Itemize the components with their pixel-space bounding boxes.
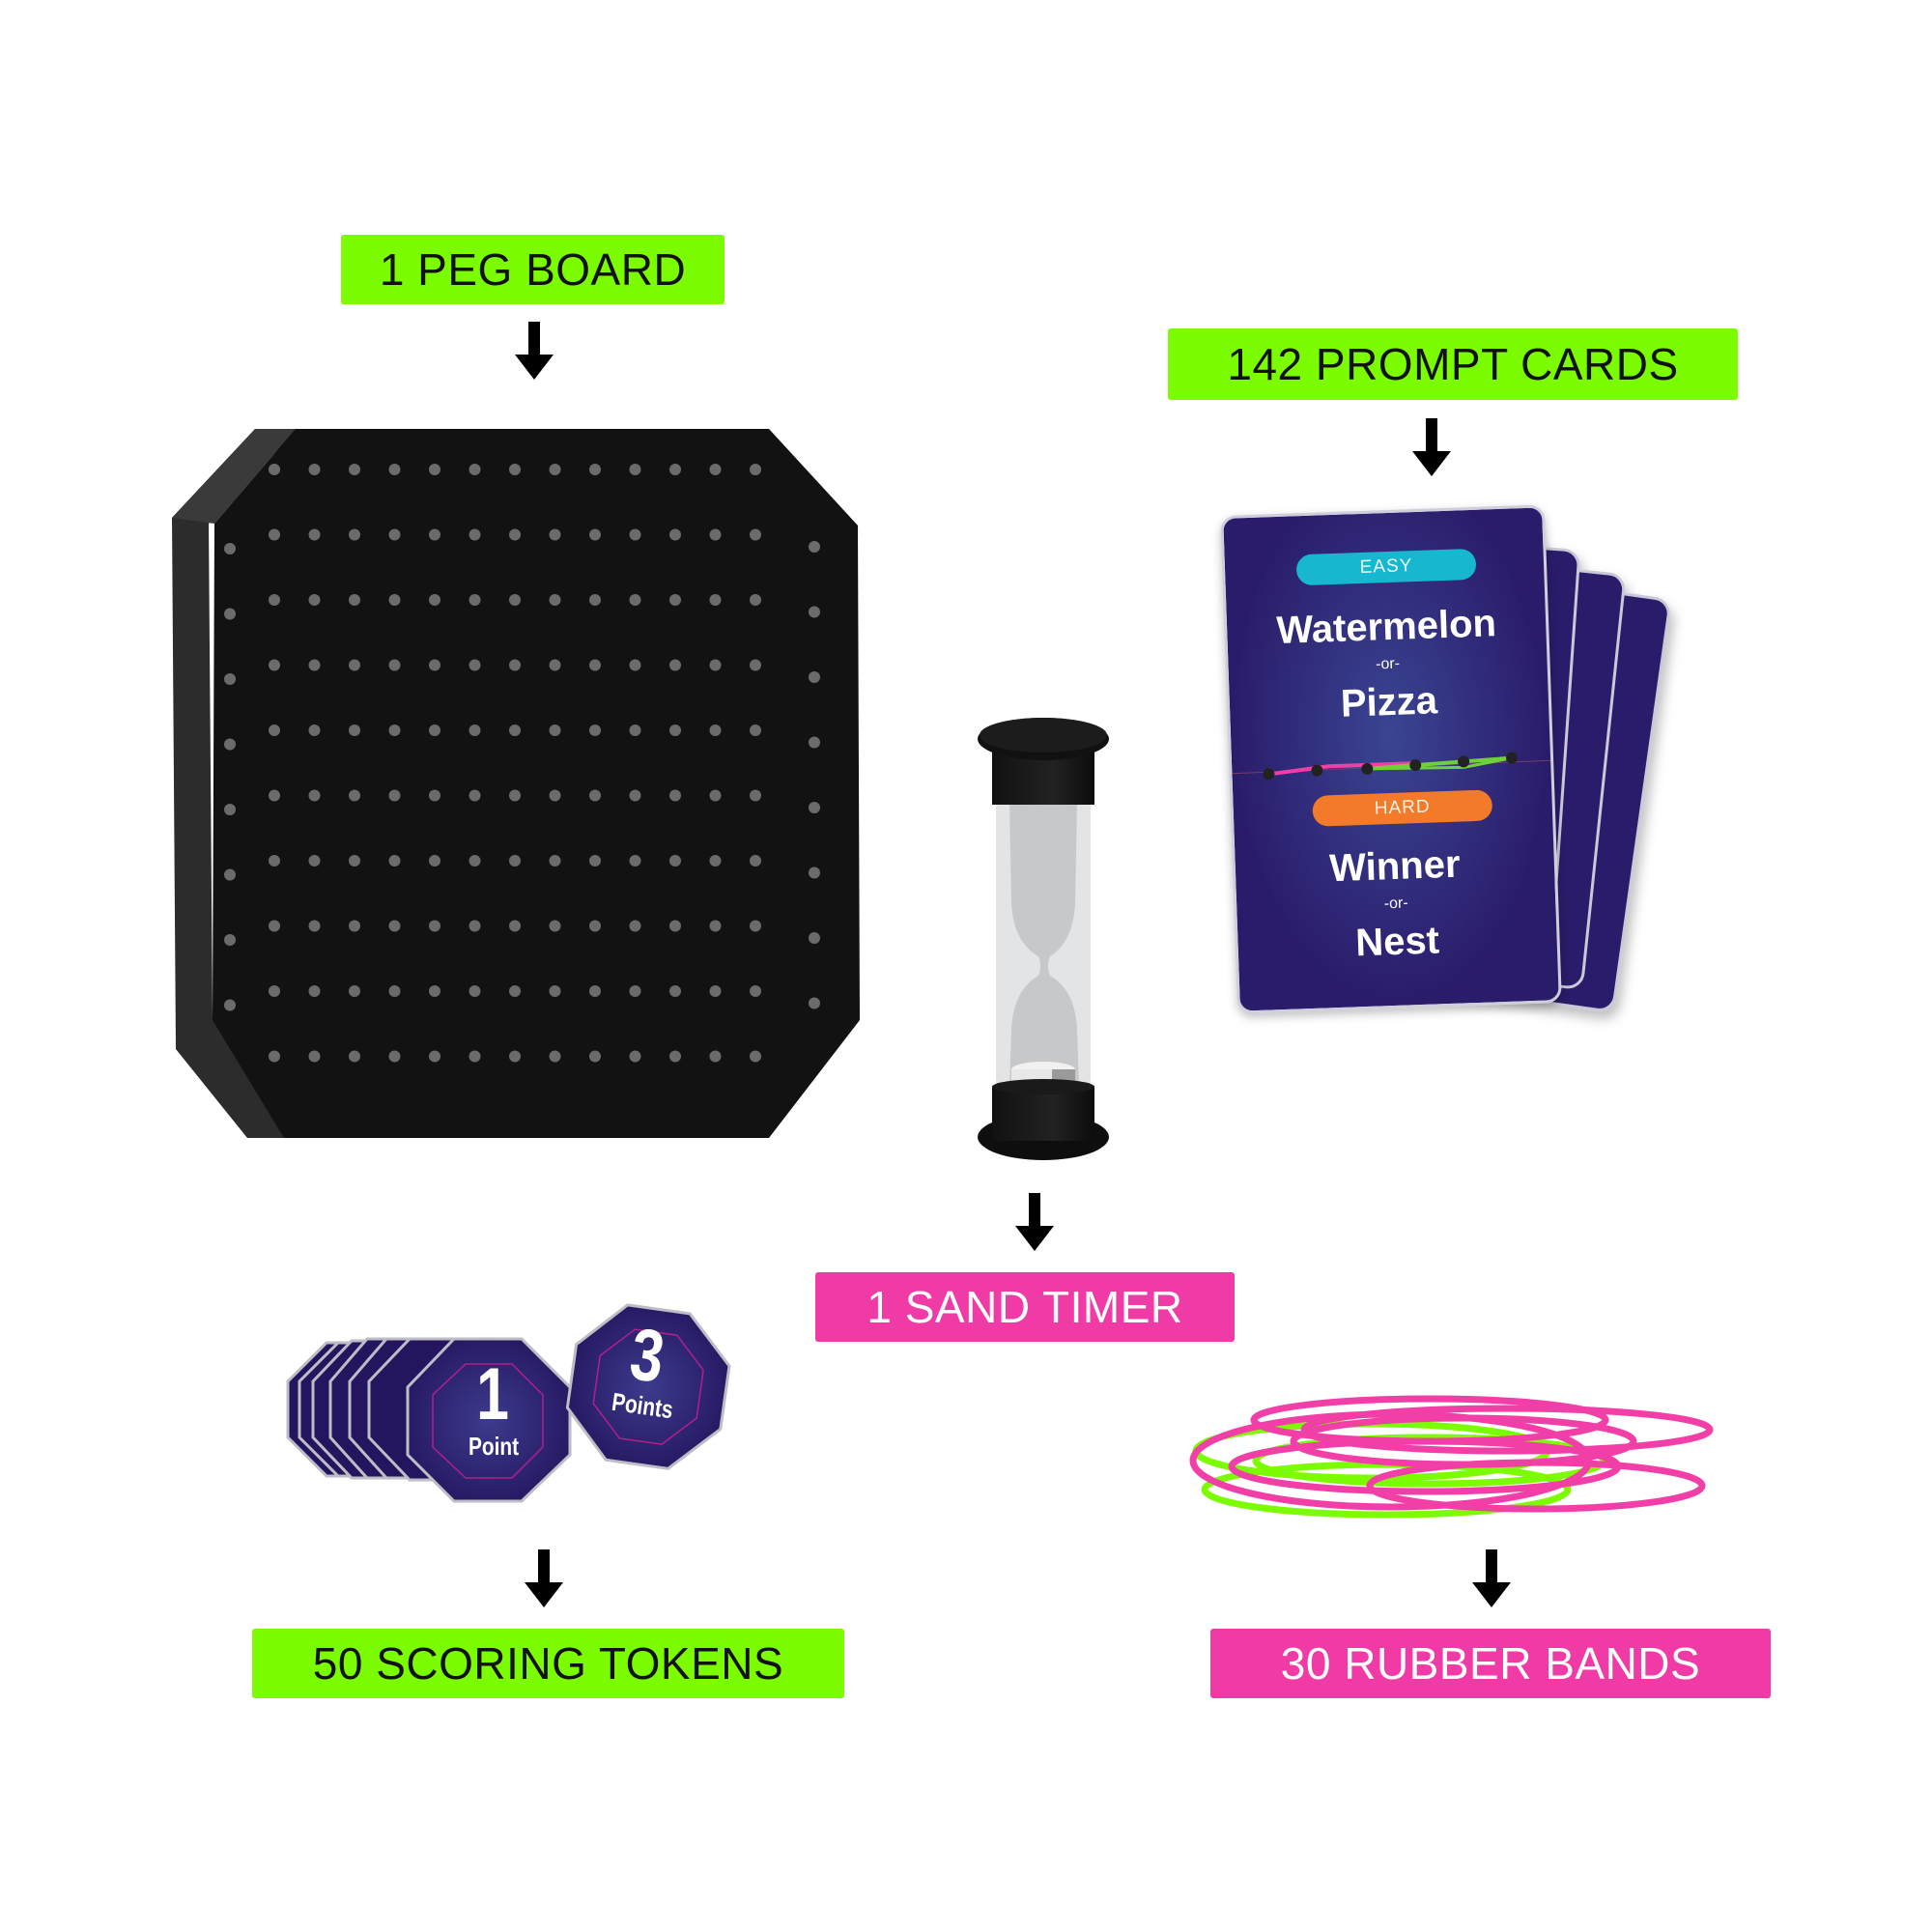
sand-timer-label: 1 SAND TIMER — [815, 1272, 1235, 1342]
one-point-unit: Point — [469, 1432, 519, 1461]
arrow-down-icon — [523, 1549, 565, 1609]
easy-badge: EASY — [1295, 548, 1477, 586]
prompt-cards-stack: EASY Watermelon -or- Pizza HARD Winner -… — [1217, 502, 1719, 1082]
prompt-card: EASY Watermelon -or- Pizza HARD Winner -… — [1220, 504, 1562, 1014]
hard-word-1: Winner — [1328, 842, 1462, 891]
prompt-cards-label: 142 PROMPT CARDS — [1168, 328, 1738, 400]
sand-timer — [971, 710, 1116, 1174]
rubber-bands-label: 30 RUBBER BANDS — [1210, 1629, 1771, 1698]
rubber-band-divider-icon — [1232, 752, 1551, 781]
easy-or: -or- — [1375, 655, 1401, 673]
one-point-value: 1 — [476, 1353, 509, 1435]
scoring-tokens-label: 50 SCORING TOKENS — [252, 1629, 844, 1698]
hard-or: -or- — [1383, 895, 1408, 913]
easy-word-2: Pizza — [1340, 679, 1438, 725]
hard-badge: HARD — [1312, 789, 1493, 827]
scoring-tokens: 1 Point 3 Points — [280, 1294, 734, 1526]
rubber-bands — [1188, 1391, 1729, 1536]
easy-word-1: Watermelon — [1275, 602, 1497, 653]
arrow-down-icon — [1410, 418, 1453, 478]
three-points-token — [565, 1303, 731, 1470]
peg-board — [170, 421, 885, 1146]
peg-board-label: 1 PEG BOARD — [341, 235, 724, 304]
arrow-down-icon — [1470, 1549, 1513, 1609]
arrow-down-icon — [1013, 1193, 1056, 1253]
hard-word-2: Nest — [1354, 919, 1440, 965]
arrow-down-icon — [513, 322, 555, 382]
